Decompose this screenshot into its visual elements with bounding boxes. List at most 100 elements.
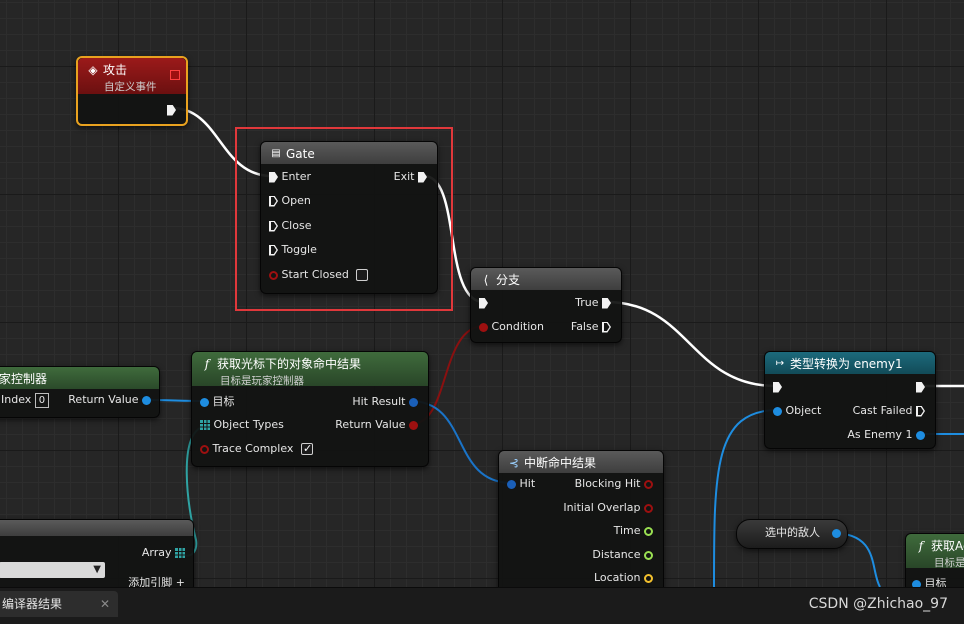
trace-complex-checkbox[interactable] (300, 441, 313, 457)
cast-object-label: Object (785, 404, 822, 417)
gate-title: Gate (286, 146, 315, 161)
branch-condition-label: Condition (491, 320, 545, 333)
controller-index-field[interactable]: 0 (34, 392, 50, 408)
cast-failed-pin[interactable]: Cast Failed (853, 403, 925, 419)
break-hit-result-node[interactable]: ⊰中断命中结果 Hit Blocking Hit Initial Overlap… (498, 450, 664, 591)
gate-exit-pin[interactable]: Exit (394, 169, 427, 185)
location-label: Location (593, 571, 641, 584)
get-actor-node[interactable]: f 获取Ac 目标是 目标 (905, 533, 964, 594)
distance-label: Distance (592, 548, 641, 561)
time-label: Time (613, 524, 641, 537)
event-title: 攻击 (103, 63, 128, 77)
controller-index-label: Index (1, 393, 32, 406)
location-pin[interactable]: Location (594, 570, 653, 586)
controller-return-pin[interactable]: Return Value (68, 392, 151, 408)
get-actor-title: 获取Ac (931, 539, 964, 553)
cast-object-pin[interactable]: Object (773, 403, 821, 419)
hit-result-label: Hit Result (352, 395, 406, 408)
make-array-node[interactable]: Array ▼ 添加引脚 + (0, 519, 194, 592)
cast-as-enemy-pin[interactable]: As Enemy 1 (847, 427, 925, 443)
branch-node[interactable]: ⟨ 分支 True Condition False (470, 267, 622, 343)
gate-close-pin[interactable]: Close (269, 218, 311, 234)
branch-exec-in-pin[interactable] (479, 295, 488, 311)
object-type-dropdown[interactable]: ▼ (0, 562, 105, 578)
gate-toggle-pin[interactable]: Toggle (269, 242, 317, 258)
initial-overlap-label: Initial Overlap (563, 501, 641, 514)
hit-cursor-target-label: 目标 (212, 395, 235, 408)
gate-icon: ▤ (271, 147, 281, 159)
get-actor-target-pin[interactable]: 目标 (912, 576, 947, 592)
start-closed-checkbox[interactable] (356, 269, 369, 281)
hit-cursor-return-pin[interactable]: Return Value (335, 417, 418, 433)
selected-enemy-variable-node[interactable]: 选中的敌人 (736, 519, 848, 549)
bottom-panel: 编译器结果 ✕ (0, 587, 964, 624)
event-diamond-icon: ◈ (88, 62, 98, 77)
controller-index-pin[interactable]: Index 0 (1, 392, 50, 408)
get-actor-subtitle: 目标是 (934, 557, 964, 569)
hit-cursor-subtitle: 目标是玩家控制器 (220, 375, 304, 387)
hit-cursor-object-types-pin[interactable]: Object Types (200, 417, 284, 433)
compiler-results-label: 编译器结果 (2, 597, 63, 611)
gate-open-pin[interactable]: Open (269, 193, 311, 209)
watermark: CSDN @Zhichao_97 (808, 596, 948, 612)
gate-exit-label: Exit (393, 170, 415, 183)
gate-node[interactable]: ▤ Gate Enter Exit Open Close Toggle Start… (260, 141, 438, 294)
trace-complex-label: Trace Complex (212, 442, 294, 455)
branch-false-label: False (570, 320, 599, 333)
array-grid-icon (200, 420, 210, 430)
branch-false-pin[interactable]: False (571, 319, 611, 335)
object-types-label: Object Types (213, 418, 284, 431)
break-hit-in-pin[interactable]: Hit (507, 476, 535, 492)
event-exec-out-pin[interactable] (167, 102, 176, 118)
cast-failed-label: Cast Failed (852, 404, 913, 417)
cast-arrow-icon: ↦ (775, 357, 785, 369)
as-enemy-label: As Enemy 1 (847, 428, 913, 441)
blocking-hit-pin[interactable]: Blocking Hit (575, 476, 653, 492)
player-controller-node[interactable]: 家控制器 Index 0 Return Value (0, 366, 160, 418)
add-pin-button[interactable]: 添加引脚 + (128, 575, 185, 591)
break-hit-label: Hit (519, 477, 536, 490)
branch-title: 分支 (496, 272, 521, 287)
gate-start-closed-label: Start Closed (281, 268, 349, 281)
event-subtitle: 自定义事件 (104, 81, 157, 93)
array-out-pin[interactable]: Array (142, 545, 185, 561)
hit-cursor-return-label: Return Value (335, 418, 406, 431)
cast-exec-in-pin[interactable] (773, 379, 782, 395)
cast-to-enemy-node[interactable]: ↦ 类型转换为 enemy1 Object Cast Failed As Enem… (764, 351, 936, 449)
compiler-results-tab[interactable]: 编译器结果 ✕ (0, 591, 118, 617)
selected-enemy-out-pin[interactable] (832, 529, 841, 538)
controller-title: 家控制器 (0, 371, 48, 386)
event-delegate-pin[interactable] (170, 70, 180, 80)
hit-cursor-target-pin[interactable]: 目标 (200, 394, 235, 410)
chevron-down-icon: ▼ (93, 564, 101, 575)
gate-open-label: Open (281, 194, 311, 207)
branch-condition-pin[interactable]: Condition (479, 319, 544, 335)
custom-event-node[interactable]: ◈ 攻击 自定义事件 (76, 56, 188, 126)
selection-highlight-box (235, 127, 453, 311)
gate-close-label: Close (281, 219, 312, 232)
object-wire-cast-object (713, 409, 779, 588)
time-pin[interactable]: Time (614, 523, 653, 539)
exec-wire-branch-cast (605, 300, 777, 388)
distance-pin[interactable]: Distance (592, 547, 653, 563)
hit-cursor-hit-result-pin[interactable]: Hit Result (352, 394, 418, 410)
hit-cursor-trace-complex-pin[interactable]: Trace Complex (200, 441, 313, 457)
get-actor-target-label: 目标 (924, 577, 947, 590)
break-struct-icon: ⊰ (508, 455, 520, 470)
gate-start-closed-pin[interactable]: Start Closed (269, 267, 369, 283)
array-label: Array (141, 546, 172, 559)
plus-icon: + (175, 576, 185, 589)
cast-exec-out-pin[interactable] (916, 379, 925, 395)
initial-overlap-pin[interactable]: Initial Overlap (563, 500, 653, 516)
gate-enter-label: Enter (281, 170, 312, 183)
close-icon[interactable]: ✕ (99, 597, 110, 611)
controller-return-label: Return Value (68, 393, 139, 406)
function-icon-2: f (918, 538, 924, 553)
branch-icon: ⟨ (483, 272, 489, 287)
selected-enemy-label: 选中的敌人 (765, 526, 820, 539)
branch-true-pin[interactable]: True (575, 295, 611, 311)
gate-toggle-label: Toggle (281, 243, 317, 256)
gate-enter-pin[interactable]: Enter (269, 169, 311, 185)
cast-title: 类型转换为 enemy1 (790, 356, 903, 371)
